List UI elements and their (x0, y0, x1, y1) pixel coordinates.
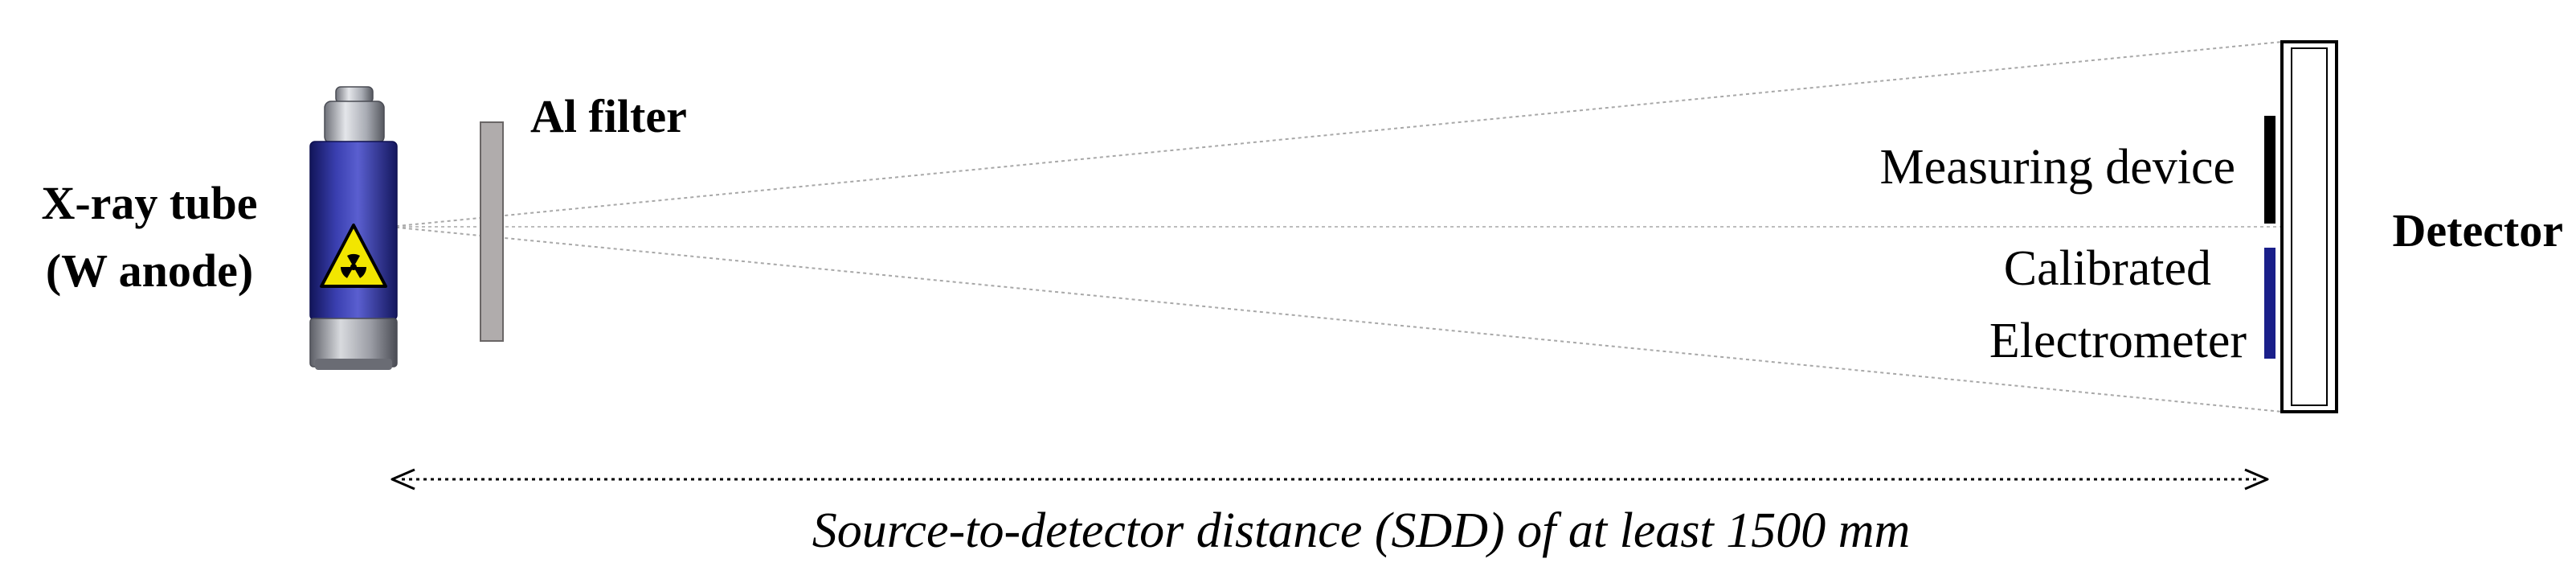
filter-label: Al filter (530, 90, 687, 142)
detector-panel (2280, 40, 2338, 413)
detector-label: Detector (2393, 204, 2564, 257)
distance-label: Source-to-detector distance (SDD) of at … (812, 503, 1911, 558)
distance-arrow (390, 468, 2269, 491)
beam-lower-line (389, 226, 2283, 413)
calibrated-label-line2: Electrometer (1989, 314, 2247, 368)
measuring-device-label: Measuring device (1880, 140, 2235, 195)
xray-tube-icon (309, 86, 398, 370)
beam-upper-line (389, 41, 2283, 228)
measuring-device-bar (2264, 116, 2275, 224)
beam-lines (389, 41, 2283, 413)
tube-label-line1: X-ray tube (41, 177, 257, 229)
calibrated-label-line1: Calibrated (2004, 241, 2211, 296)
al-filter-plate (480, 121, 504, 342)
electrometer-bar (2264, 248, 2275, 359)
tube-label-line2: (W anode) (46, 244, 253, 297)
radiation-trefoil-icon (320, 224, 387, 288)
